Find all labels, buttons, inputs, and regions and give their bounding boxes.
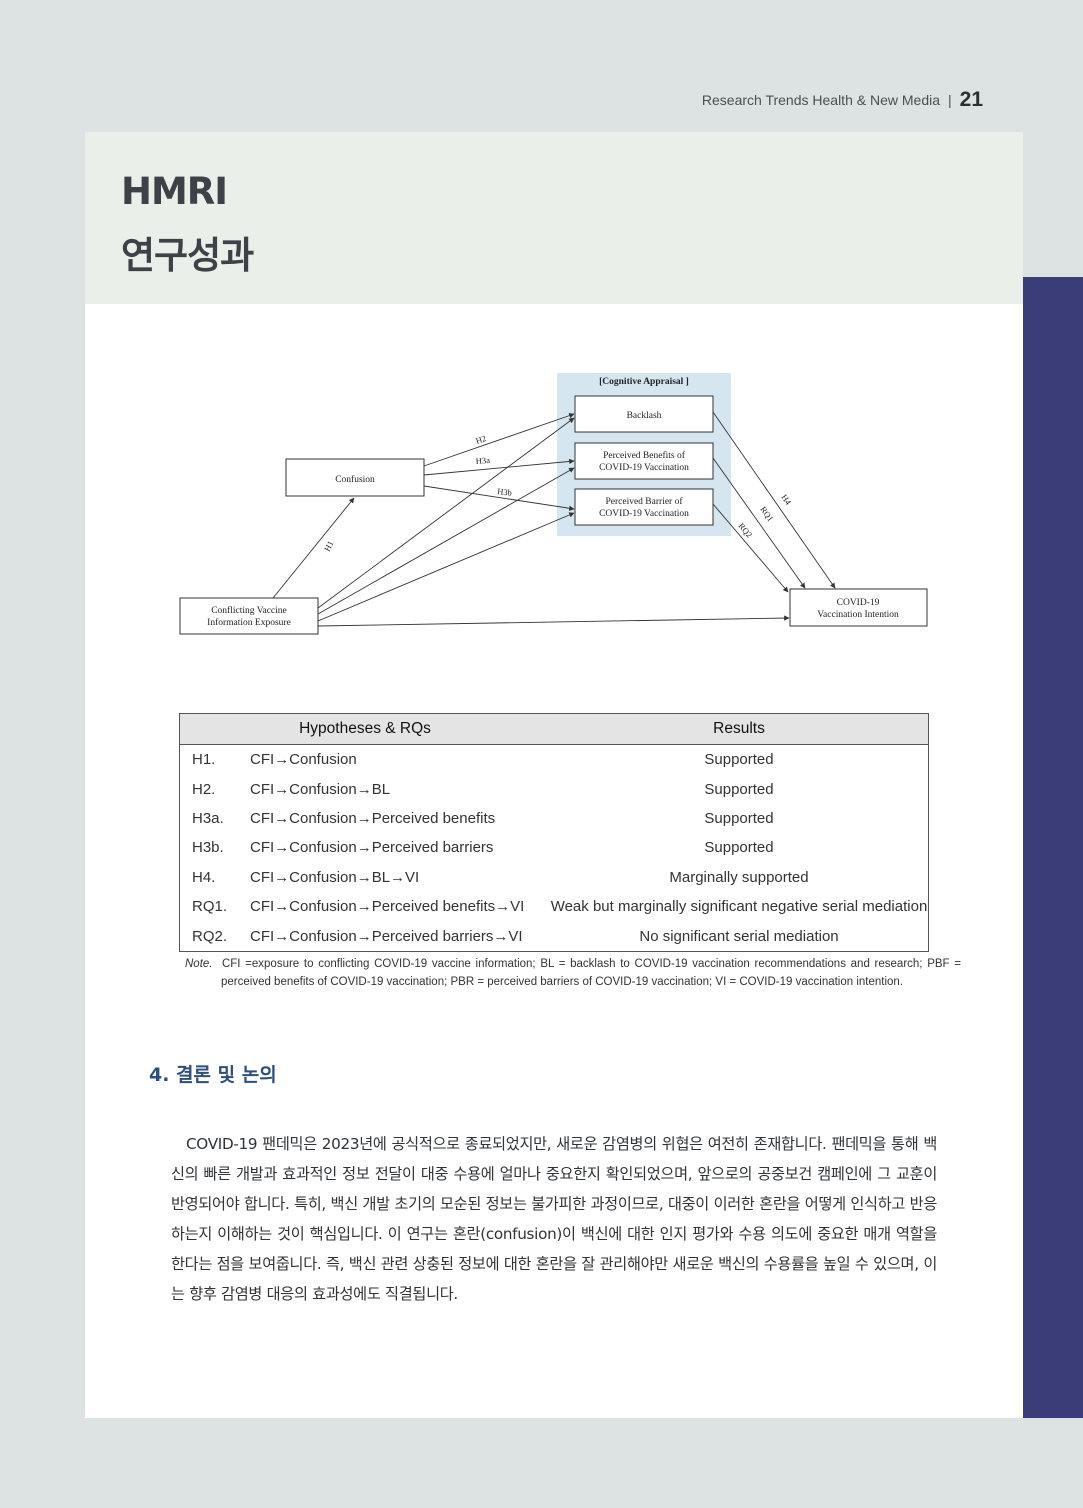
perceived-benefits-label-2: COVID-19 Vaccination [599,463,689,473]
row-hypothesis: CFI→Confusion [250,751,357,769]
perceived-barrier-label-2: COVID-19 Vaccination [599,509,689,519]
page-title-line2: 연구성과 [121,234,254,277]
label-rq1: RQ1 [758,504,775,523]
perceived-barrier-box [574,488,714,526]
row-result: Weak but marginally significant negative… [550,898,928,916]
row-hypothesis: CFI→Confusion→Perceived barriers→VI [250,927,523,945]
row-hypothesis: CFI→Confusion→Perceived barriers [250,839,494,857]
row-hypothesis: CFI→Confusion→Perceived benefits [250,809,496,827]
row-id: H1. [192,751,216,769]
perceived-barrier-label-1: Perceived Barrier of [605,496,683,507]
path-h1 [272,497,355,599]
path-cvie-benefits [317,467,575,615]
row-id: H4. [192,868,216,886]
table-row: H3a. CFI→Confusion→Perceived benefits Su… [180,804,929,833]
row-hypothesis: CFI→Confusion→BL [250,780,391,798]
label-h3b: H3b [497,486,513,498]
path-cvie-intention [317,615,790,627]
cognitive-appraisal-title: [Cognitive Appraisal ] [599,377,689,387]
section-heading: 4. 결론 및 논의 [149,1064,277,1086]
row-id: RQ2. [192,927,228,945]
path-rq1 [712,457,806,589]
note-label: Note. [185,958,213,970]
page-sheet: HMRI 연구성과 [Cognitive Appraisal ] Backlas… [85,132,1023,1418]
path-rq2 [712,503,789,593]
row-id: RQ1. [192,898,228,916]
table-row: H3b. CFI→Confusion→Perceived barriers Su… [180,833,929,862]
title-band: HMRI 연구성과 [85,132,1023,304]
label-rq2: RQ2 [736,521,754,540]
path-h4 [712,411,836,589]
path-cvie-backlash [317,417,575,609]
journal-name: Research Trends Health & New Media [701,92,940,108]
vaccination-intention-box [789,588,928,627]
table-note: Note. CFI =exposure to conflicting COVID… [185,956,961,991]
table-row: H2. CFI→Confusion→BL Supported [180,774,929,803]
label-h4: H4 [779,492,794,507]
backlash-label: Backlash [627,411,662,421]
page-title-line1: HMRI [121,170,228,213]
vaccination-intention-label-2: Vaccination Intention [817,610,899,620]
path-h3b [423,485,575,511]
row-hypothesis: CFI→Confusion→Perceived benefits→VI [250,898,525,916]
confusion-box [285,458,425,497]
conclusion-paragraph: COVID-19 팬데믹은 2023년에 공식적으로 종료되었지만, 새로운 감… [171,1135,937,1304]
row-hypothesis: CFI→Confusion→BL→VI [250,868,420,886]
label-h1: H1 [322,539,336,553]
path-h3a [423,458,575,476]
perceived-benefits-box [574,442,714,480]
research-model-diagram: [Cognitive Appraisal ] Backlash Perceive… [179,373,928,635]
row-result: Supported [704,839,774,857]
row-id: H3b. [192,839,224,857]
cvie-label-2: Information Exposure [207,617,291,628]
confusion-label: Confusion [335,474,375,485]
row-result: Supported [704,751,774,769]
header-results: Results [550,713,929,745]
vaccination-intention-label-1: COVID-19 [837,598,880,608]
label-h3a: H3a [475,455,490,466]
table-row: RQ2. CFI→Confusion→Perceived barriers→VI… [180,921,929,951]
label-h2: H2 [474,433,487,446]
side-accent-bar [1023,277,1083,1418]
note-text: CFI =exposure to conflicting COVID-19 va… [221,958,962,988]
table-row: RQ1. CFI→Confusion→Perceived benefits→VI… [180,892,929,921]
page-number: 21 [959,88,983,111]
path-h2 [423,413,575,467]
table-row: H4. CFI→Confusion→BL→VI Marginally suppo… [180,863,929,892]
results-table: Hypotheses & RQs Results H1. CFI→Confusi… [179,713,929,952]
header-hypotheses: Hypotheses & RQs [179,713,550,745]
table-header-row: Hypotheses & RQs Results [179,713,929,745]
header-separator: | [948,92,952,108]
row-result: No significant serial mediation [639,927,839,945]
backlash-box [574,395,714,433]
path-cvie-barrier [317,512,575,622]
perceived-benefits-label-1: Perceived Benefits of [603,450,686,461]
row-id: H2. [192,780,216,798]
cvie-label-1: Conflicting Vaccine [211,605,287,616]
running-header: Research Trends Health & New Media | 21 [702,88,983,112]
row-id: H3a. [192,809,224,827]
row-result: Supported [704,809,774,827]
row-result: Supported [704,780,774,798]
row-result: Marginally supported [669,868,809,886]
table-row: H1. CFI→Confusion Supported [180,745,929,775]
cvie-box [179,597,319,635]
